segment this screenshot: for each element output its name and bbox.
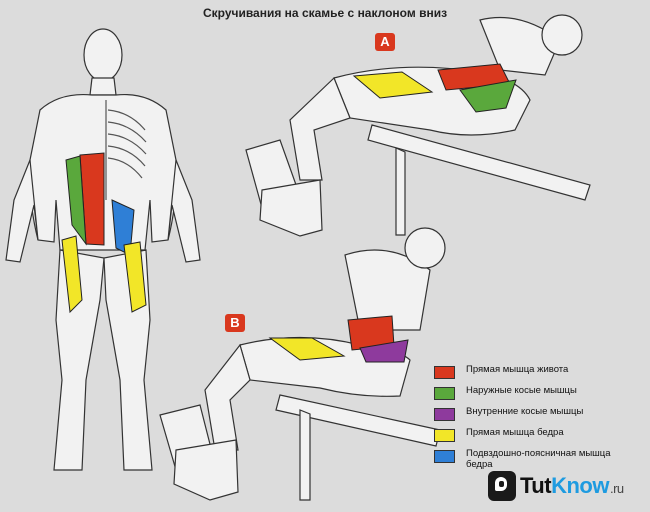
b-rectus-femoris	[268, 337, 346, 361]
figure-a	[245, 14, 591, 237]
legend-label: Наружные косые мышцы	[466, 385, 577, 396]
label-a-badge: A	[375, 33, 395, 51]
front-rectus-femoris-right	[123, 241, 147, 313]
legend-item: Подвздошно-поясничная мышца бедра	[434, 448, 634, 470]
brand-icon	[488, 471, 516, 501]
legend-item: Прямая мышца бедра	[434, 427, 634, 448]
brand-logo: TutKnow.ru	[488, 468, 648, 504]
legend-swatch	[434, 366, 455, 379]
front-muscle-highlights	[61, 152, 147, 314]
ribcage	[105, 100, 147, 200]
label-b-badge: B	[225, 314, 245, 332]
a-rectus-femoris	[352, 71, 434, 99]
legend-item: Наружные косые мышцы	[434, 385, 634, 406]
brand-text: TutKnow.ru	[520, 473, 624, 499]
figure-b	[159, 227, 446, 501]
brand-part-1: Tut	[520, 473, 552, 498]
a-external-oblique	[459, 79, 517, 113]
legend-item: Внутренние косые мышцы	[434, 406, 634, 427]
b-internal-oblique	[359, 339, 409, 363]
legend-label: Прямая мышца живота	[466, 364, 569, 375]
front-body-figure	[5, 28, 201, 471]
legend-label: Подвздошно-поясничная мышца бедра	[466, 448, 611, 470]
brand-part-3: .ru	[609, 481, 624, 496]
front-rectus-femoris-left	[61, 235, 83, 314]
legend-label: Внутренние косые мышцы	[466, 406, 584, 417]
brand-part-2: Know	[551, 473, 609, 498]
front-external-oblique	[65, 155, 87, 246]
legend-label: Прямая мышца бедра	[466, 427, 564, 438]
legend-swatch	[434, 408, 455, 421]
legend-swatch	[434, 429, 455, 442]
legend: Прямая мышца живота Наружные косые мышцы…	[434, 364, 634, 470]
page-title: Скручивания на скамье с наклоном вниз	[202, 6, 448, 20]
figure-b-muscle-highlights	[268, 315, 409, 363]
legend-item: Прямая мышца живота	[434, 364, 634, 385]
legend-swatch	[434, 450, 455, 463]
legend-swatch	[434, 387, 455, 400]
figure-a-muscle-highlights	[352, 63, 517, 113]
